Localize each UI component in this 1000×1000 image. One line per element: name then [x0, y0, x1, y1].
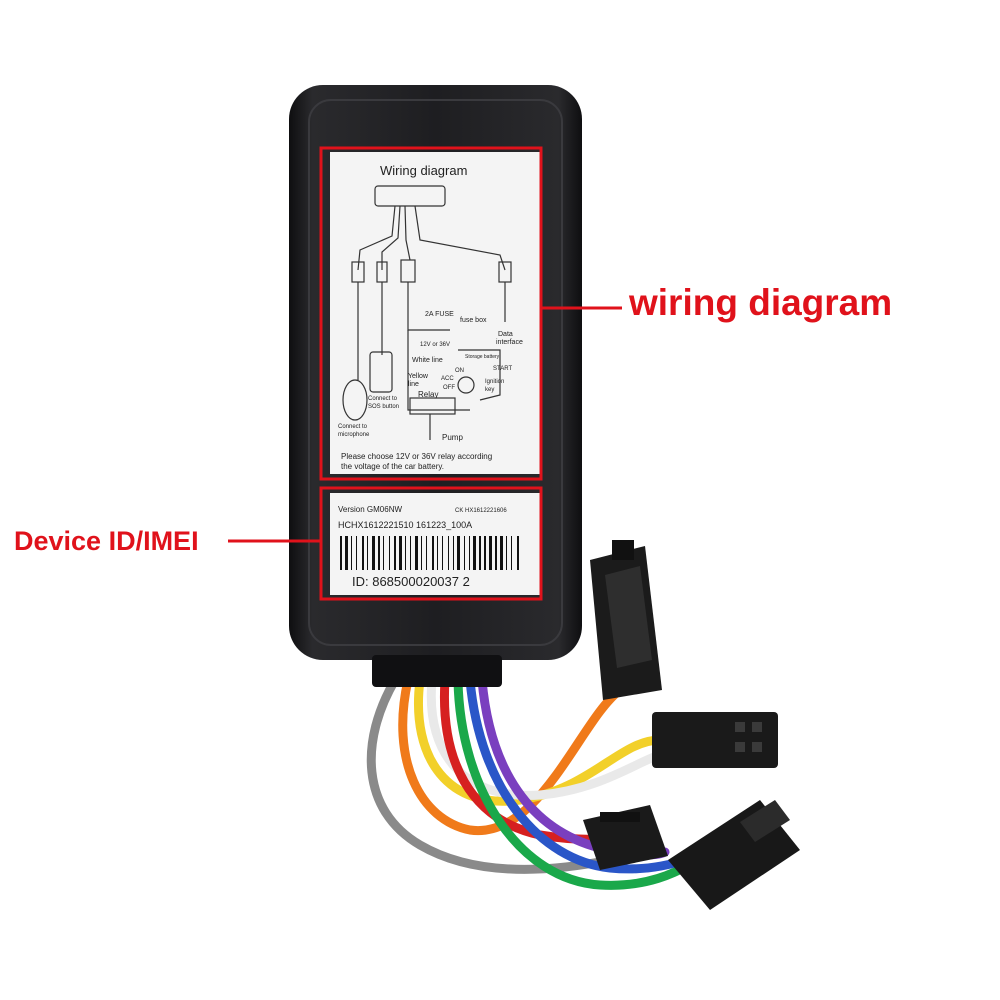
start-label: START	[493, 366, 512, 372]
device-id-highlight-box	[319, 486, 543, 601]
sos-label-2: SOS button	[368, 404, 399, 410]
ignition-label-1: Ignition	[485, 379, 504, 385]
wiring-diagram-callout: wiring diagram	[629, 282, 893, 323]
wiring-schematic	[342, 185, 512, 440]
storage-battery-label: Storage battery	[465, 354, 500, 360]
data-interface-label-1: Data	[498, 331, 513, 338]
off-label: OFF	[443, 385, 455, 391]
ignition-label-2: key	[485, 387, 494, 393]
barcode-icon	[340, 536, 519, 570]
microphone-label-2: microphone	[338, 432, 370, 438]
id-label-sticker	[330, 493, 540, 595]
fuse-box-label: fuse box	[460, 317, 487, 324]
yellow-line-label-2: line	[408, 381, 419, 388]
yellow-line-label-1: Yellow	[408, 373, 429, 380]
relay-note-line-1: Please choose 12V or 36V relay according	[341, 452, 492, 461]
connector-top-right	[590, 540, 662, 700]
relay-label: Relay	[418, 390, 438, 399]
connector-bottom-middle	[583, 805, 668, 870]
fuse-label: 2A FUSE	[425, 311, 454, 318]
wiring-title: Wiring diagram	[380, 163, 467, 178]
relay-note-line-2: the voltage of the car battery.	[341, 462, 444, 471]
serial-text: HCHX1612221510 161223_100A	[338, 520, 472, 530]
device-id-text: ID: 868500020037 2	[352, 574, 470, 589]
pump-label: Pump	[442, 433, 463, 442]
voltage-label: 12V or 36V	[420, 342, 450, 348]
microphone-label-1: Connect to	[338, 424, 368, 430]
sos-label-1: Connect to	[368, 396, 398, 402]
version-text: Version GM06NW	[338, 505, 402, 514]
acc-label: ACC	[441, 376, 454, 382]
device-id-callout: Device ID/IMEI	[14, 526, 199, 556]
ck-text: CK HX1612221606	[455, 508, 507, 514]
wire-bundle	[366, 675, 700, 890]
cable-grommet	[372, 655, 502, 687]
data-interface-label-2: interface	[496, 339, 523, 346]
connector-bottom-right	[668, 800, 800, 910]
wiring-diagram-highlight-box	[319, 146, 543, 481]
white-line-label: White line	[412, 357, 443, 364]
connector-middle-right	[652, 712, 778, 768]
on-label: ON	[455, 368, 464, 374]
